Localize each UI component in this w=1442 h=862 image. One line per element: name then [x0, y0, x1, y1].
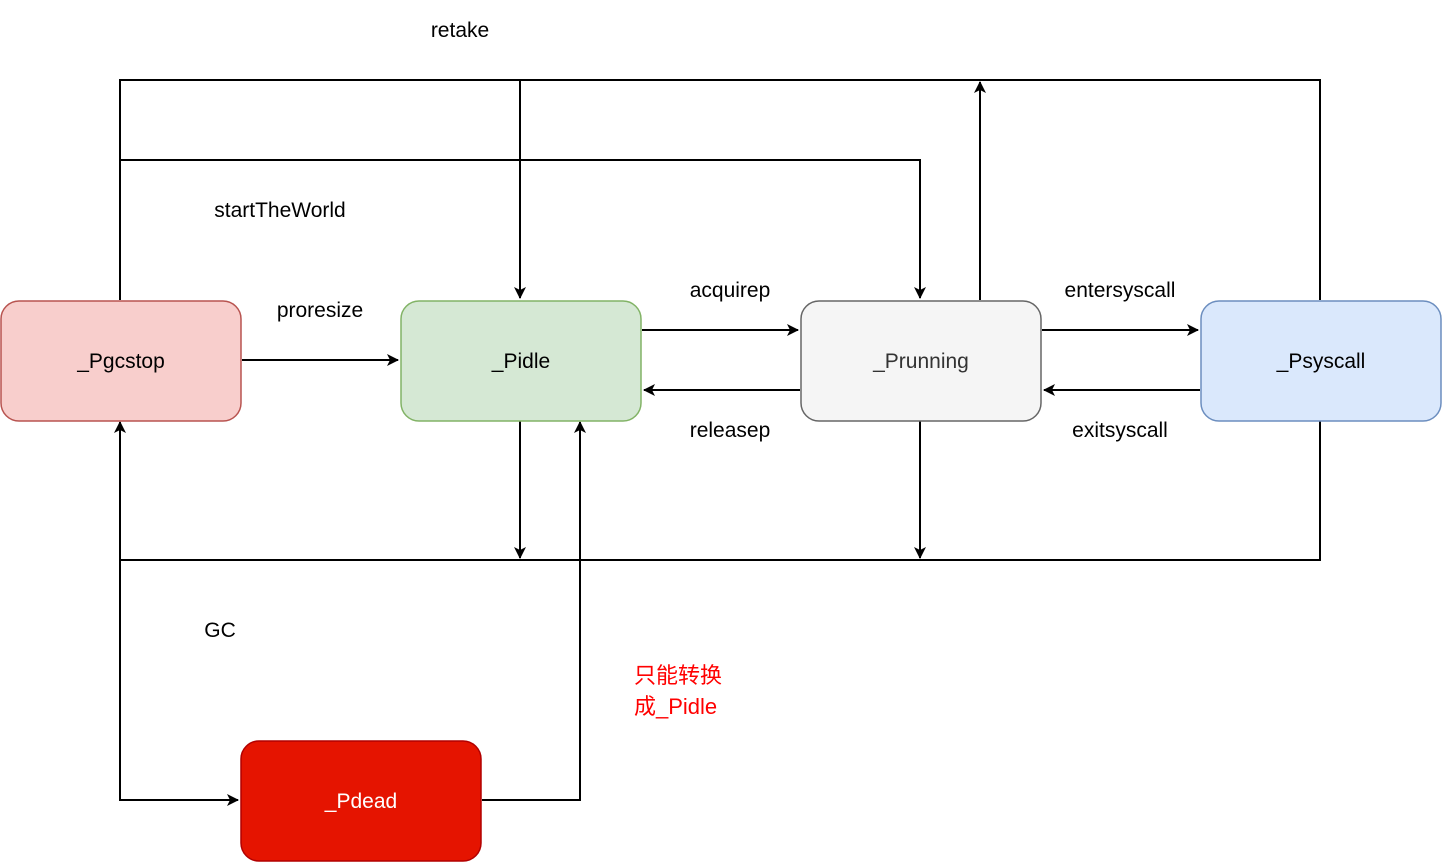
note-line-2: 成_Pidle: [634, 694, 717, 719]
node-psyscall-label: _Psyscall: [1276, 350, 1366, 373]
label-gc: GC: [204, 619, 236, 642]
label-exitsyscall: exitsyscall: [1072, 419, 1168, 442]
node-pdead[interactable]: _Pdead: [240, 740, 482, 862]
label-releasep: releasep: [690, 419, 771, 442]
note-line-1: 只能转换: [634, 663, 722, 688]
note: 只能转换 成_Pidle: [634, 663, 722, 719]
node-pgcstop-label: _Pgcstop: [76, 350, 165, 373]
node-pidle-label: _Pidle: [491, 350, 550, 373]
node-pdead-label: _Pdead: [324, 790, 397, 813]
node-prunning[interactable]: _Prunning: [800, 300, 1042, 422]
label-proresize: proresize: [277, 299, 363, 322]
label-acquirep: acquirep: [690, 279, 771, 302]
label-starttheworld: startTheWorld: [214, 199, 346, 222]
label-retake: retake: [431, 19, 489, 42]
edge-labels: retake startTheWorld proresize acquirep …: [204, 19, 1175, 642]
label-entersyscall: entersyscall: [1065, 279, 1176, 302]
edge-pgcstop-starttheworld-prunning: [120, 159, 926, 299]
edge-gc-to-pdead: [119, 560, 239, 806]
node-prunning-label: _Prunning: [872, 350, 969, 373]
node-psyscall[interactable]: _Psyscall: [1200, 300, 1442, 422]
edges: [114, 79, 1321, 806]
edge-pgcstop-retake-pidle: [119, 79, 1321, 300]
node-pidle[interactable]: _Pidle: [400, 300, 642, 422]
edge-psyscall-to-gc-line: [120, 420, 1321, 561]
edge-pdead-to-pidle: [482, 421, 586, 801]
node-pgcstop[interactable]: _Pgcstop: [0, 300, 242, 422]
